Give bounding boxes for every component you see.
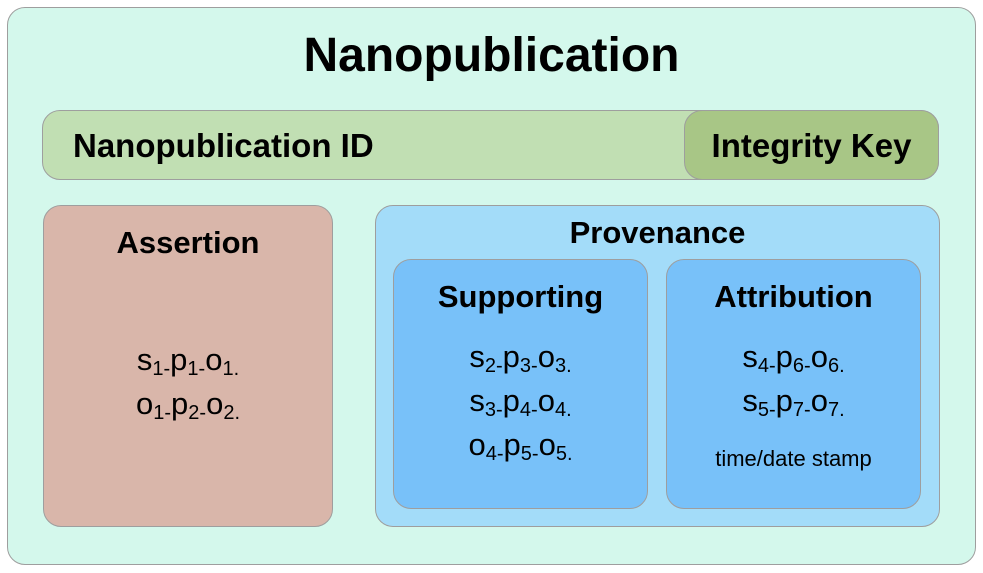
triple-term: o bbox=[468, 427, 486, 462]
triple: o4-p5-o5. bbox=[393, 423, 648, 467]
triple-separator: - bbox=[531, 399, 538, 421]
triple-separator: - bbox=[495, 355, 503, 377]
triple-separator: - bbox=[496, 443, 504, 465]
triple-term-index: 1 bbox=[152, 358, 164, 380]
triple-term: s bbox=[136, 342, 153, 377]
triple-term-index: 3 bbox=[484, 399, 496, 421]
triple-term: s bbox=[469, 383, 485, 418]
triple-term-index: 2 bbox=[484, 355, 496, 377]
triple-term-index: 6 bbox=[792, 355, 805, 377]
triple-term: o bbox=[206, 386, 224, 421]
triple-term: p bbox=[171, 386, 189, 421]
integrity-key-box bbox=[684, 110, 939, 180]
triple-term-index: 3 bbox=[519, 355, 532, 377]
triple-term: p bbox=[502, 383, 520, 418]
triple-term-index: 6. bbox=[827, 355, 845, 377]
triple-separator: - bbox=[804, 355, 811, 377]
triple-term-index: 7. bbox=[827, 399, 845, 421]
triple: s3-p4-o4. bbox=[393, 379, 648, 423]
triple-term: p bbox=[502, 339, 520, 374]
triple-term: o bbox=[810, 339, 828, 374]
triple-separator: - bbox=[804, 399, 811, 421]
page-title: Nanopublication bbox=[303, 29, 680, 82]
triple: s4-p6-o6. bbox=[666, 335, 921, 379]
triple: s2-p3-o3. bbox=[393, 335, 648, 379]
triple-term: o bbox=[538, 427, 556, 462]
triple-term: o bbox=[537, 339, 555, 374]
triple-term-index: 1 bbox=[187, 358, 199, 380]
triple-term-index: 4 bbox=[519, 399, 532, 421]
triple: s1-p1-o1. bbox=[43, 338, 333, 382]
triple-separator: - bbox=[199, 402, 207, 424]
triple-term-index: 5 bbox=[520, 443, 532, 465]
attribution-box bbox=[666, 259, 921, 509]
triple-term-index: 4 bbox=[485, 443, 497, 465]
triple-term-index: 4 bbox=[757, 355, 769, 377]
triple-term: p bbox=[775, 383, 793, 418]
integrity-key-label: Integrity Key bbox=[711, 127, 912, 164]
triple: s5-p7-o7. bbox=[666, 379, 921, 423]
triple-term: o bbox=[135, 386, 154, 421]
supporting-title: Supporting bbox=[437, 279, 604, 314]
assertion-triples: s1-p1-o1.o1-p2-o2. bbox=[43, 338, 333, 426]
assertion-box bbox=[43, 205, 333, 527]
triple-term-index: 2. bbox=[223, 402, 241, 424]
provenance-title: Provenance bbox=[569, 215, 746, 250]
triple-separator: - bbox=[531, 355, 538, 377]
triple-term: o bbox=[810, 383, 828, 418]
triple-separator: - bbox=[768, 355, 776, 377]
triple-term-index: 7 bbox=[792, 399, 805, 421]
triple-term-index: 4. bbox=[554, 399, 572, 421]
triple-term-index: 1. bbox=[222, 358, 240, 380]
triple-term-index: 1 bbox=[153, 402, 165, 424]
time-date-stamp: time/date stamp bbox=[715, 446, 872, 471]
supporting-box bbox=[393, 259, 648, 509]
supporting-triples: s2-p3-o3.s3-p4-o4.o4-p5-o5. bbox=[393, 335, 648, 467]
triple-separator: - bbox=[495, 399, 503, 421]
triple-term: o bbox=[205, 342, 223, 377]
triple-term: p bbox=[775, 339, 793, 374]
triple-term-index: 5 bbox=[757, 399, 769, 421]
triple-separator: - bbox=[768, 399, 776, 421]
triple-term: s bbox=[469, 339, 485, 374]
triple-separator: - bbox=[164, 402, 172, 424]
triple-term: s bbox=[742, 383, 758, 418]
triple-term: s bbox=[742, 339, 758, 374]
triple-term-index: 3. bbox=[554, 355, 572, 377]
triple-separator: - bbox=[163, 358, 171, 380]
triple-separator: - bbox=[198, 358, 206, 380]
triple-term-index: 5. bbox=[555, 443, 573, 465]
triple-separator: - bbox=[531, 443, 539, 465]
nanopublication-id-label: Nanopublication ID bbox=[73, 127, 374, 164]
triple-term: p bbox=[503, 427, 521, 462]
assertion-title: Assertion bbox=[116, 225, 260, 260]
attribution-triples: s4-p6-o6.s5-p7-o7. bbox=[666, 335, 921, 423]
triple-term: o bbox=[537, 383, 555, 418]
attribution-title: Attribution bbox=[714, 279, 873, 314]
triple-term-index: 2 bbox=[188, 402, 200, 424]
triple-term: p bbox=[170, 342, 188, 377]
triple: o1-p2-o2. bbox=[43, 382, 333, 426]
